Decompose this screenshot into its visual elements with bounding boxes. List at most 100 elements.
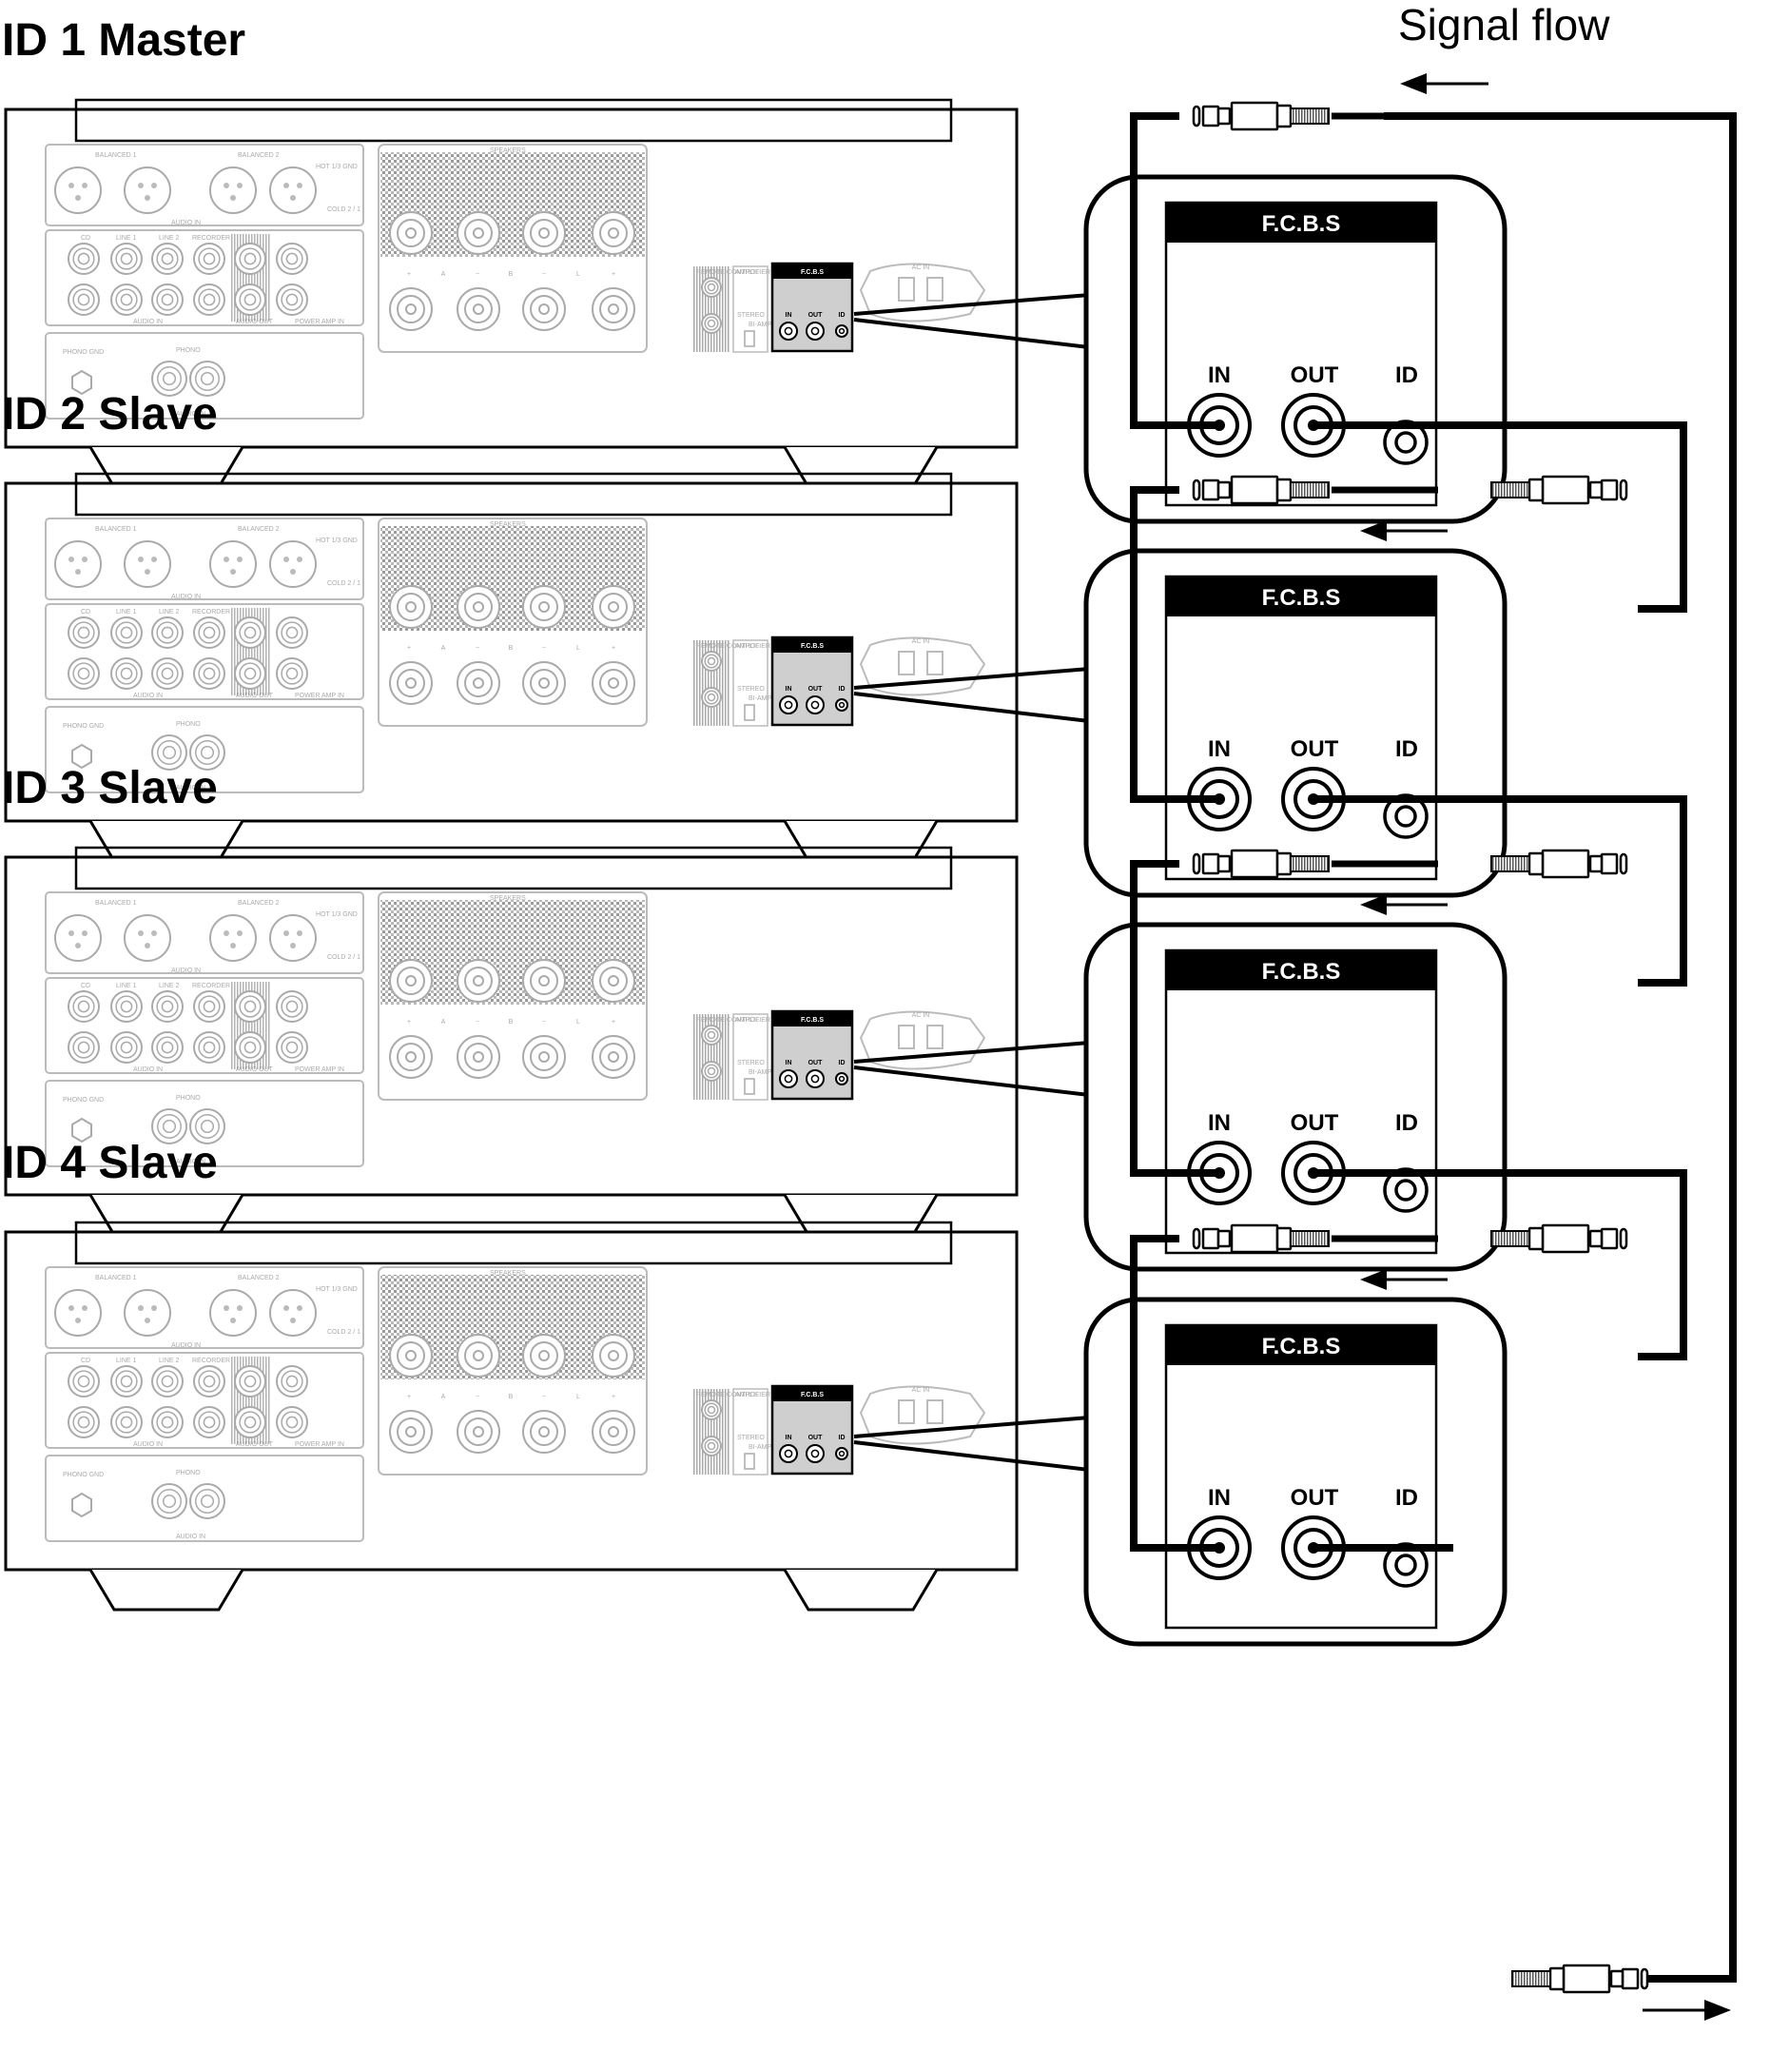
rca-jack-icon	[151, 243, 184, 275]
rca-jack-icon	[193, 243, 225, 275]
speaker-sign-label: A	[441, 645, 446, 652]
audio-in-label-3: AUDIO IN	[176, 411, 205, 418]
fcbs-mini-jack-icon	[779, 1069, 798, 1088]
in-cable-plug-icon	[1192, 475, 1330, 505]
fcbs-panel-label: F.C.B.S	[1262, 1334, 1341, 1359]
in-port-label: IN	[1208, 1110, 1231, 1136]
recorder-label: RECORDER	[192, 235, 230, 242]
ground-terminal-icon	[71, 743, 92, 770]
in-cable-plug-icon	[1192, 849, 1330, 879]
audio-in-label: AUDIO IN	[171, 1342, 201, 1349]
xlr-connector-icon	[124, 914, 171, 962]
rca-jack-icon	[193, 1365, 225, 1398]
speaker-sign-label: +	[407, 1394, 411, 1400]
ac-inlet: AC IN	[859, 1385, 986, 1445]
phono-jack-icon	[151, 1483, 187, 1519]
amplifier-mode-label: AMPLIFIER MODE	[735, 1017, 792, 1024]
rca-jack-icon	[110, 657, 143, 690]
zoom-leader-line	[853, 692, 1090, 723]
rca-jack-icon	[68, 1365, 100, 1398]
fcbs-mini-id-label: ID	[839, 312, 846, 319]
rca-jack-icon	[151, 990, 184, 1023]
rca-jack-icon	[701, 313, 722, 334]
amplifier-mode-block	[732, 1013, 768, 1101]
cd-label: CD	[81, 1358, 90, 1364]
fcbs-mini-id-label: ID	[839, 686, 846, 693]
line-2-label: LINE 2	[159, 983, 180, 989]
zoom-leader-line	[853, 318, 1090, 349]
fcbs-mini-label: F.C.B.S	[801, 1017, 824, 1024]
xlr-connector-icon	[209, 166, 257, 214]
fcbs-mini-jack-icon	[806, 1444, 825, 1463]
fcbs-mini-out-label: OUT	[808, 312, 824, 319]
speaker-terminal-icon	[457, 1410, 500, 1454]
speaker-sign-label: −	[542, 1394, 546, 1400]
stereo-label: STEREO	[737, 312, 765, 319]
speaker-sign-label: +	[407, 645, 411, 652]
xlr-connector-icon	[209, 1289, 257, 1337]
foot	[783, 1569, 939, 1612]
speaker-section: SPEAKERS+A−B−L+	[378, 144, 648, 353]
speaker-terminal-icon	[522, 585, 566, 629]
bi-amp-label: BI-AMP	[749, 1444, 771, 1451]
ac-pin	[898, 1399, 915, 1424]
audio-out-label: AUDIO OUT	[236, 319, 274, 325]
ground-terminal-icon	[71, 1117, 92, 1144]
rca-jack-icon	[276, 243, 308, 275]
amplifier-mode-block	[732, 265, 768, 353]
fcbs-mini-jack-icon	[779, 695, 798, 714]
fcbs-panel-label: F.C.B.S	[1262, 211, 1341, 237]
fcbs-panel-header	[1166, 203, 1436, 243]
amplifier-mode-label: AMPLIFIER MODE	[735, 269, 792, 276]
speaker-sign-label: −	[542, 271, 546, 278]
phono-label: PHONO	[176, 1470, 201, 1476]
speaker-sign-label: +	[612, 1019, 615, 1026]
balanced-1-label: BALANCED 1	[95, 1275, 137, 1281]
speaker-terminal-icon	[522, 661, 566, 705]
audio-in-label-3: AUDIO IN	[176, 785, 205, 792]
fcbs-mini-label: F.C.B.S	[801, 269, 824, 276]
signal-flow-label: Signal flow	[1398, 0, 1610, 49]
fcbs-mini-jack-icon	[806, 695, 825, 714]
speaker-terminal-icon	[522, 1035, 566, 1079]
recorder-label: RECORDER	[192, 983, 230, 989]
power-amp-in-label: POWER AMP IN	[295, 1066, 344, 1073]
speaker-terminal-icon	[592, 661, 635, 705]
remote-control-label: REMOTE CONTROL	[696, 1392, 759, 1398]
remote-control-label: REMOTE CONTROL	[696, 269, 759, 276]
xlr-connector-icon	[124, 166, 171, 214]
zoom-leader-line	[853, 1416, 1090, 1438]
speaker-terminal-icon	[457, 1035, 500, 1079]
cd-label: CD	[81, 983, 90, 989]
speaker-terminal-icon	[522, 1334, 566, 1378]
audio-in-label-3: AUDIO IN	[176, 1159, 205, 1165]
power-amp-in-label: POWER AMP IN	[295, 319, 344, 325]
foot	[88, 446, 244, 489]
foot	[88, 1194, 244, 1237]
audio-in-label-2: AUDIO IN	[133, 1066, 163, 1073]
hot-gnd-label: HOT 1/3 GND	[316, 1286, 358, 1293]
speaker-sign-label: +	[612, 645, 615, 652]
speaker-sign-label: B	[509, 1394, 514, 1400]
zoom-leader-line	[853, 1041, 1090, 1064]
line-1-label: LINE 1	[116, 235, 137, 242]
speaker-sign-label: −	[542, 1019, 546, 1026]
speakers-label: SPEAKERS	[490, 521, 526, 528]
in-cable-plug-icon	[1192, 1223, 1330, 1254]
balanced-1-label: BALANCED 1	[95, 900, 137, 907]
speaker-terminal-icon	[592, 211, 635, 255]
balanced-2-label: BALANCED 2	[238, 526, 280, 533]
speaker-sign-label: −	[542, 645, 546, 652]
stereo-label: STEREO	[737, 1060, 765, 1066]
out-cable-plug-icon	[1490, 1223, 1628, 1254]
fcbs-panel-label: F.C.B.S	[1262, 585, 1341, 611]
rca-jack-icon	[68, 243, 100, 275]
in-port-label: IN	[1208, 736, 1231, 762]
balanced-1-label: BALANCED 1	[95, 152, 137, 159]
speaker-terminal-icon	[389, 1035, 433, 1079]
speaker-terminal-icon	[389, 661, 433, 705]
